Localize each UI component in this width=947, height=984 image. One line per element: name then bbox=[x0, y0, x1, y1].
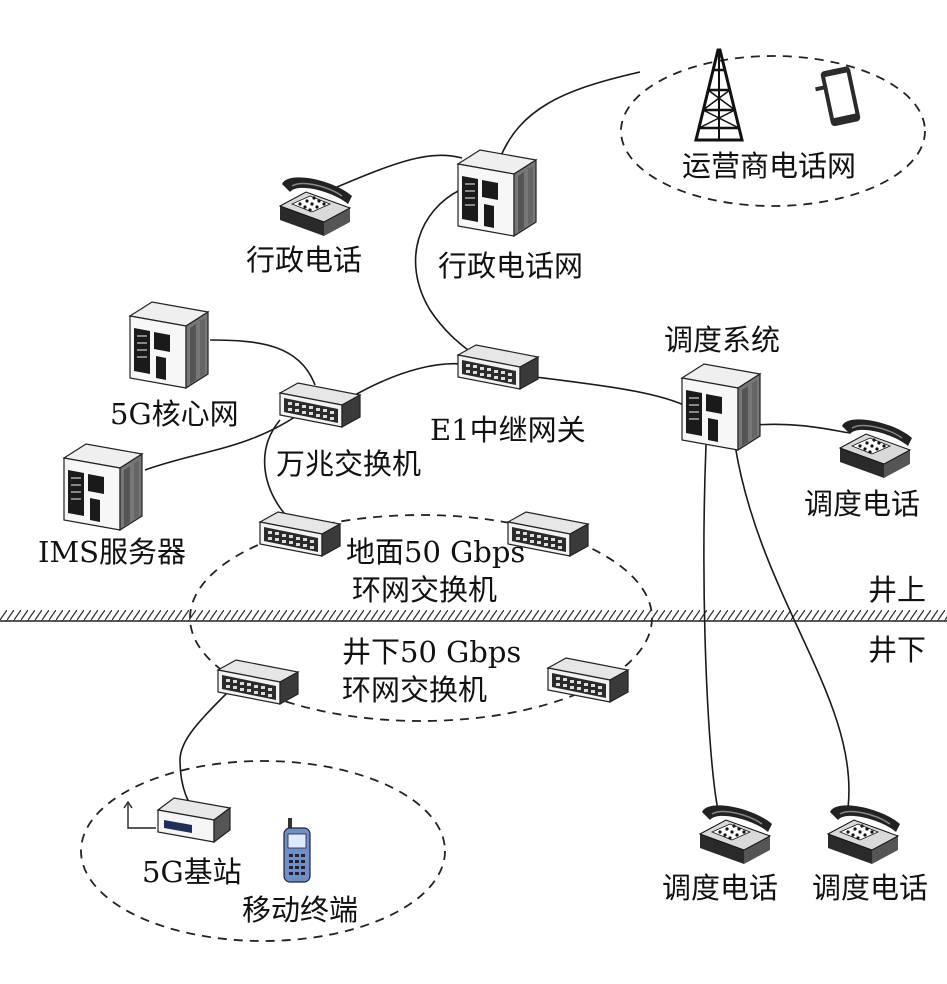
carrier-network-label: 运营商电话网 bbox=[682, 149, 856, 183]
mobile-terminal-label: 移动终端 bbox=[242, 893, 358, 927]
core-5g-label: 5G核心网 bbox=[110, 397, 239, 431]
network-switch-icon bbox=[217, 659, 299, 705]
connection-lines bbox=[144, 71, 851, 813]
underground-ring-label-1: 井下50 Gbps bbox=[342, 635, 521, 669]
server-tower-icon bbox=[129, 301, 209, 389]
desk-telephone-icon bbox=[827, 804, 901, 865]
network-switch-icon bbox=[457, 344, 539, 390]
e1-gateway-label: E1中继网关 bbox=[430, 413, 586, 447]
smartphone-icon bbox=[815, 66, 861, 127]
server-tower-icon bbox=[681, 363, 761, 451]
admin-network-label: 行政电话网 bbox=[438, 249, 583, 283]
base-station-zone bbox=[80, 760, 446, 942]
network-switch-icon bbox=[259, 511, 341, 557]
below-ground-label: 井下 bbox=[868, 633, 926, 667]
surface-ring-label-1: 地面50 Gbps bbox=[346, 535, 525, 569]
network-switch-icon bbox=[279, 382, 361, 428]
dispatch-phone-bottom-1-label: 调度电话 bbox=[662, 871, 778, 905]
dispatch-phone-bottom-2-label: 调度电话 bbox=[812, 871, 928, 905]
ten-gig-switch-label: 万兆交换机 bbox=[276, 447, 421, 481]
underground-ring-label-2: 环网交换机 bbox=[342, 673, 487, 707]
server-tower-icon bbox=[63, 443, 143, 531]
desk-telephone-icon bbox=[699, 804, 773, 865]
dispatch-system-label: 调度系统 bbox=[664, 323, 780, 357]
base-station-icon bbox=[123, 797, 232, 844]
cell-tower-icon bbox=[694, 48, 744, 142]
ims-server-label: IMS服务器 bbox=[38, 535, 186, 569]
desk-telephone-icon bbox=[279, 176, 353, 237]
network-switch-icon bbox=[547, 657, 629, 703]
above-ground-label: 井上 bbox=[868, 573, 926, 607]
admin-phone-label: 行政电话 bbox=[246, 243, 362, 277]
mobile-phone-icon bbox=[283, 818, 311, 883]
base-station-5g-label: 5G基站 bbox=[142, 855, 242, 889]
server-tower-icon bbox=[457, 149, 537, 237]
dispatch-phone-right-label: 调度电话 bbox=[804, 487, 920, 521]
ground-boundary bbox=[0, 610, 947, 622]
surface-ring-label-2: 环网交换机 bbox=[352, 573, 497, 607]
carrier-network-zone bbox=[620, 55, 926, 207]
desk-telephone-icon bbox=[839, 418, 913, 479]
